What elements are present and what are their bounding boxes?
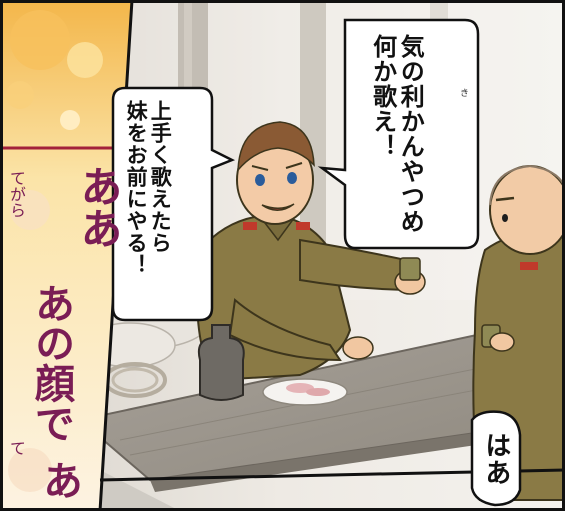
speech-bubble-text-3: はあ [480,432,511,486]
lyric-line-1: ああ [74,165,123,249]
lyric-line-3: あ [36,460,83,500]
speech-bubble-text-1: 気の利かんやつめ 何か歌え！ [368,34,425,234]
furigana-ki: き [460,89,470,99]
lyric-small-1: てがら [7,170,26,218]
speech-bubble-text-2: 上手く歌えたら 妹をお前にやる！ [124,100,173,276]
lyric-line-2: あの顔で [28,283,75,443]
lyric-small-2: て [7,440,26,456]
